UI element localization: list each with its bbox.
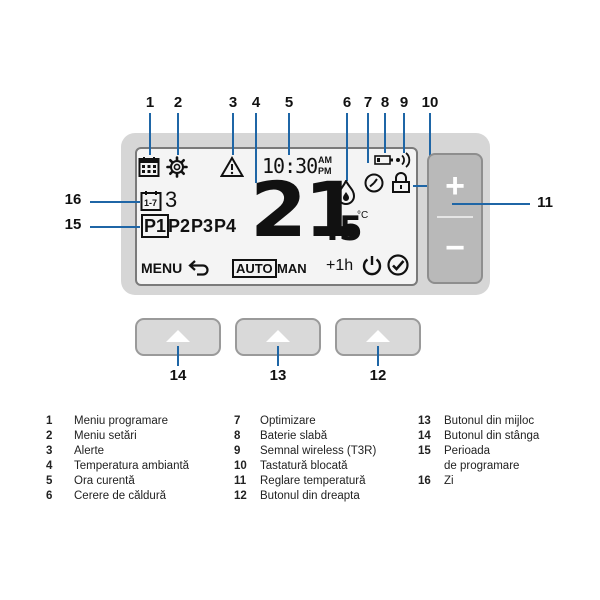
leader-12 (377, 346, 379, 366)
callout-6: 6 (342, 94, 352, 111)
period-p4: P4 (214, 216, 237, 236)
leader-4 (255, 113, 257, 183)
period-p1: P1 (141, 214, 170, 238)
pm-indicator: PM (318, 166, 332, 176)
right-button[interactable] (335, 318, 421, 356)
plus-one-hour: +1h (326, 257, 354, 274)
callout-2: 2 (173, 94, 183, 111)
callout-8: 8 (380, 94, 390, 111)
menu-label: MENU (141, 260, 183, 276)
leader-1 (149, 113, 151, 155)
leader-6 (346, 113, 348, 181)
leader-5 (288, 113, 290, 155)
temperature-decimal: .5 (326, 209, 363, 249)
leader-2 (177, 113, 179, 155)
plus-button[interactable]: + (445, 167, 465, 205)
leader-14 (177, 346, 179, 366)
callout-3: 3 (228, 94, 238, 111)
up-arrow-icon (266, 330, 290, 342)
calendar-day-icon (140, 191, 162, 211)
callout-13: 13 (269, 367, 287, 384)
callout-10: 10 (421, 94, 439, 111)
warning-icon (220, 156, 244, 177)
leader-10-h (413, 185, 431, 187)
leader-11 (452, 203, 530, 205)
day-range-label: 1-7 (144, 198, 158, 208)
check-icon (387, 254, 409, 276)
gear-icon (166, 156, 188, 178)
up-arrow-icon (166, 330, 190, 342)
plus-minus-divider (437, 216, 473, 218)
clock-time: 10:30 (262, 154, 318, 178)
leader-8 (384, 113, 386, 153)
callout-12: 12 (369, 367, 387, 384)
leader-9 (403, 113, 405, 153)
power-icon (362, 256, 382, 276)
room-temperature: 21 (250, 165, 361, 254)
minus-button[interactable]: − (445, 229, 465, 267)
leader-13 (277, 346, 279, 366)
leader-10 (429, 113, 431, 187)
man-label: MAN (277, 261, 307, 276)
lock-icon (392, 172, 410, 193)
back-arrow-icon (188, 260, 209, 276)
wireless-icon (396, 152, 411, 168)
callout-11: 11 (537, 194, 553, 211)
leader-7 (367, 113, 369, 163)
callout-4: 4 (251, 94, 261, 111)
callout-14: 14 (169, 367, 187, 384)
callout-9: 9 (399, 94, 409, 111)
period-p3: P3 (191, 216, 214, 236)
temperature-adjust-buttons: + − (427, 153, 483, 284)
leader-3 (232, 113, 234, 155)
day-number: 3 (165, 187, 178, 212)
leader-15 (90, 226, 140, 228)
clock-icon (364, 173, 384, 193)
callout-15: 15 (64, 216, 82, 233)
temperature-unit: °C (357, 210, 369, 221)
period-p2: P2 (168, 216, 191, 236)
callout-7: 7 (363, 94, 373, 111)
battery-icon (374, 155, 393, 165)
middle-button[interactable] (235, 318, 321, 356)
am-indicator: AM (318, 155, 332, 165)
callout-16: 16 (64, 191, 82, 208)
auto-label: AUTO (232, 259, 277, 278)
calendar-icon (138, 157, 160, 177)
flame-icon (336, 180, 356, 205)
up-arrow-icon (366, 330, 390, 342)
callout-1: 1 (145, 94, 155, 111)
leader-16 (90, 201, 140, 203)
callout-5: 5 (284, 94, 294, 111)
